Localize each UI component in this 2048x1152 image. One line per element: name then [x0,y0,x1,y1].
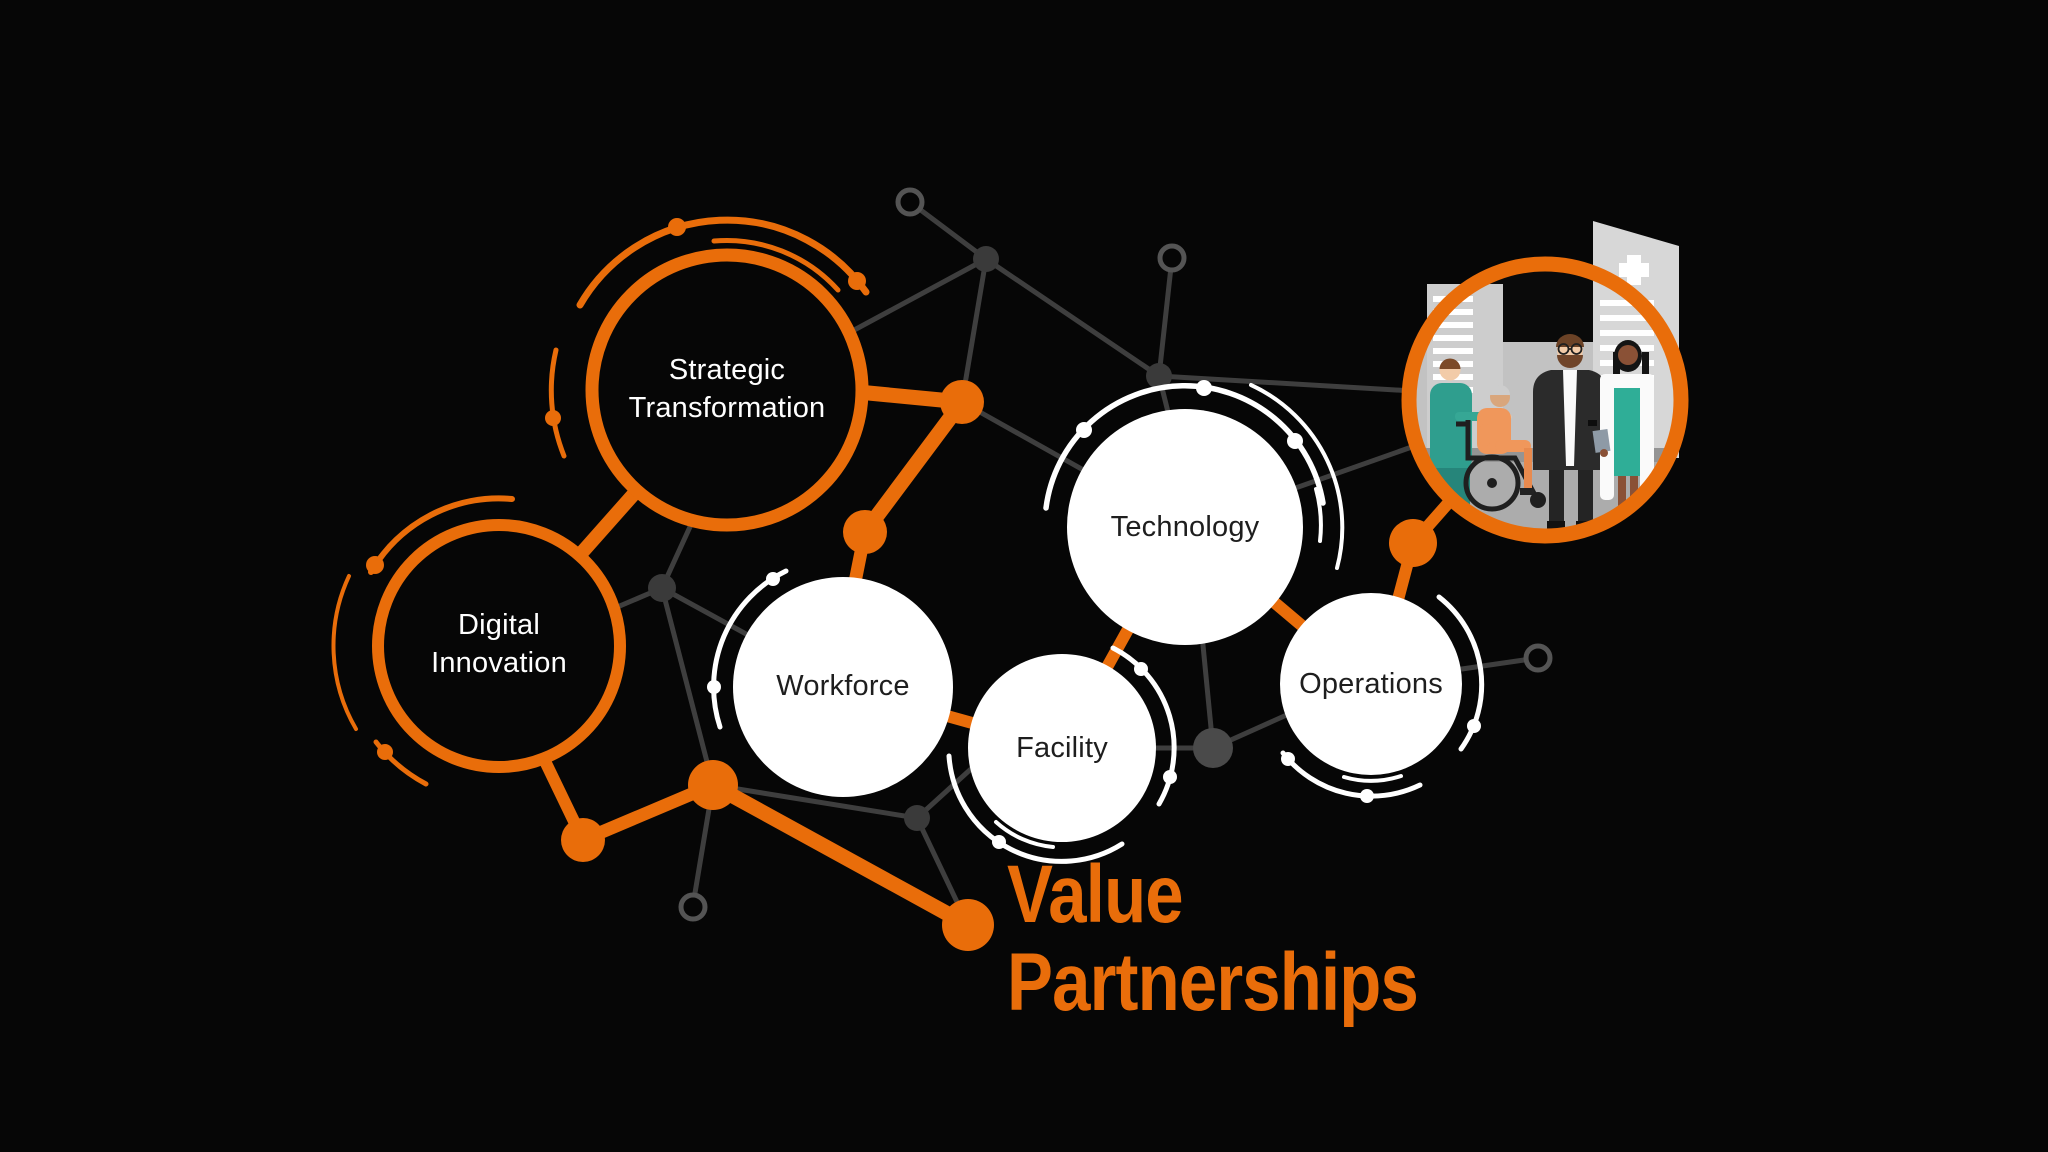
orange-dot [561,818,605,862]
diagram-nodes [372,248,1462,842]
clipboard-icon [1592,428,1611,453]
orbit-arcs-operations [1280,594,1485,803]
gray-dot [1146,363,1172,389]
orbit-arcs-strategic-transformation [545,216,870,459]
gray-dot [1193,728,1233,768]
gray-network-lines [572,199,1548,928]
orbit-arcs-facility [946,645,1177,864]
gray-network-dots [648,187,1553,922]
medical-cross-icon [1619,255,1649,285]
orbit-arcs-workforce [707,568,789,730]
orbit-arcs-digital-innovation [331,495,515,787]
orange-dot [1389,519,1437,567]
node-circle-facility[interactable] [968,654,1156,842]
executive-figure [1533,334,1607,529]
node-circle-digital-innovation[interactable] [372,519,626,773]
orange-connector-dots [561,380,1437,951]
node-circle-technology[interactable] [1067,409,1303,645]
gray-dot [648,574,676,602]
node-circle-strategic-transformation[interactable] [585,248,869,532]
gray-dot [904,805,930,831]
gray-ring [678,892,708,922]
node-circle-workforce[interactable] [733,577,953,797]
gray-ring [895,187,925,217]
healthcare-illustration [1401,221,1689,544]
orange-dot [942,899,994,951]
node-circle-operations[interactable] [1280,593,1462,775]
gray-dot [973,246,999,272]
orange-dot [843,510,887,554]
orange-dot [688,760,738,810]
orange-dot [940,380,984,424]
gray-ring [1523,643,1553,673]
illustration-ring [1401,256,1689,544]
orbit-arcs-technology [1043,380,1345,570]
patient-wheelchair-figure [1456,385,1546,512]
gray-ring [1157,243,1187,273]
